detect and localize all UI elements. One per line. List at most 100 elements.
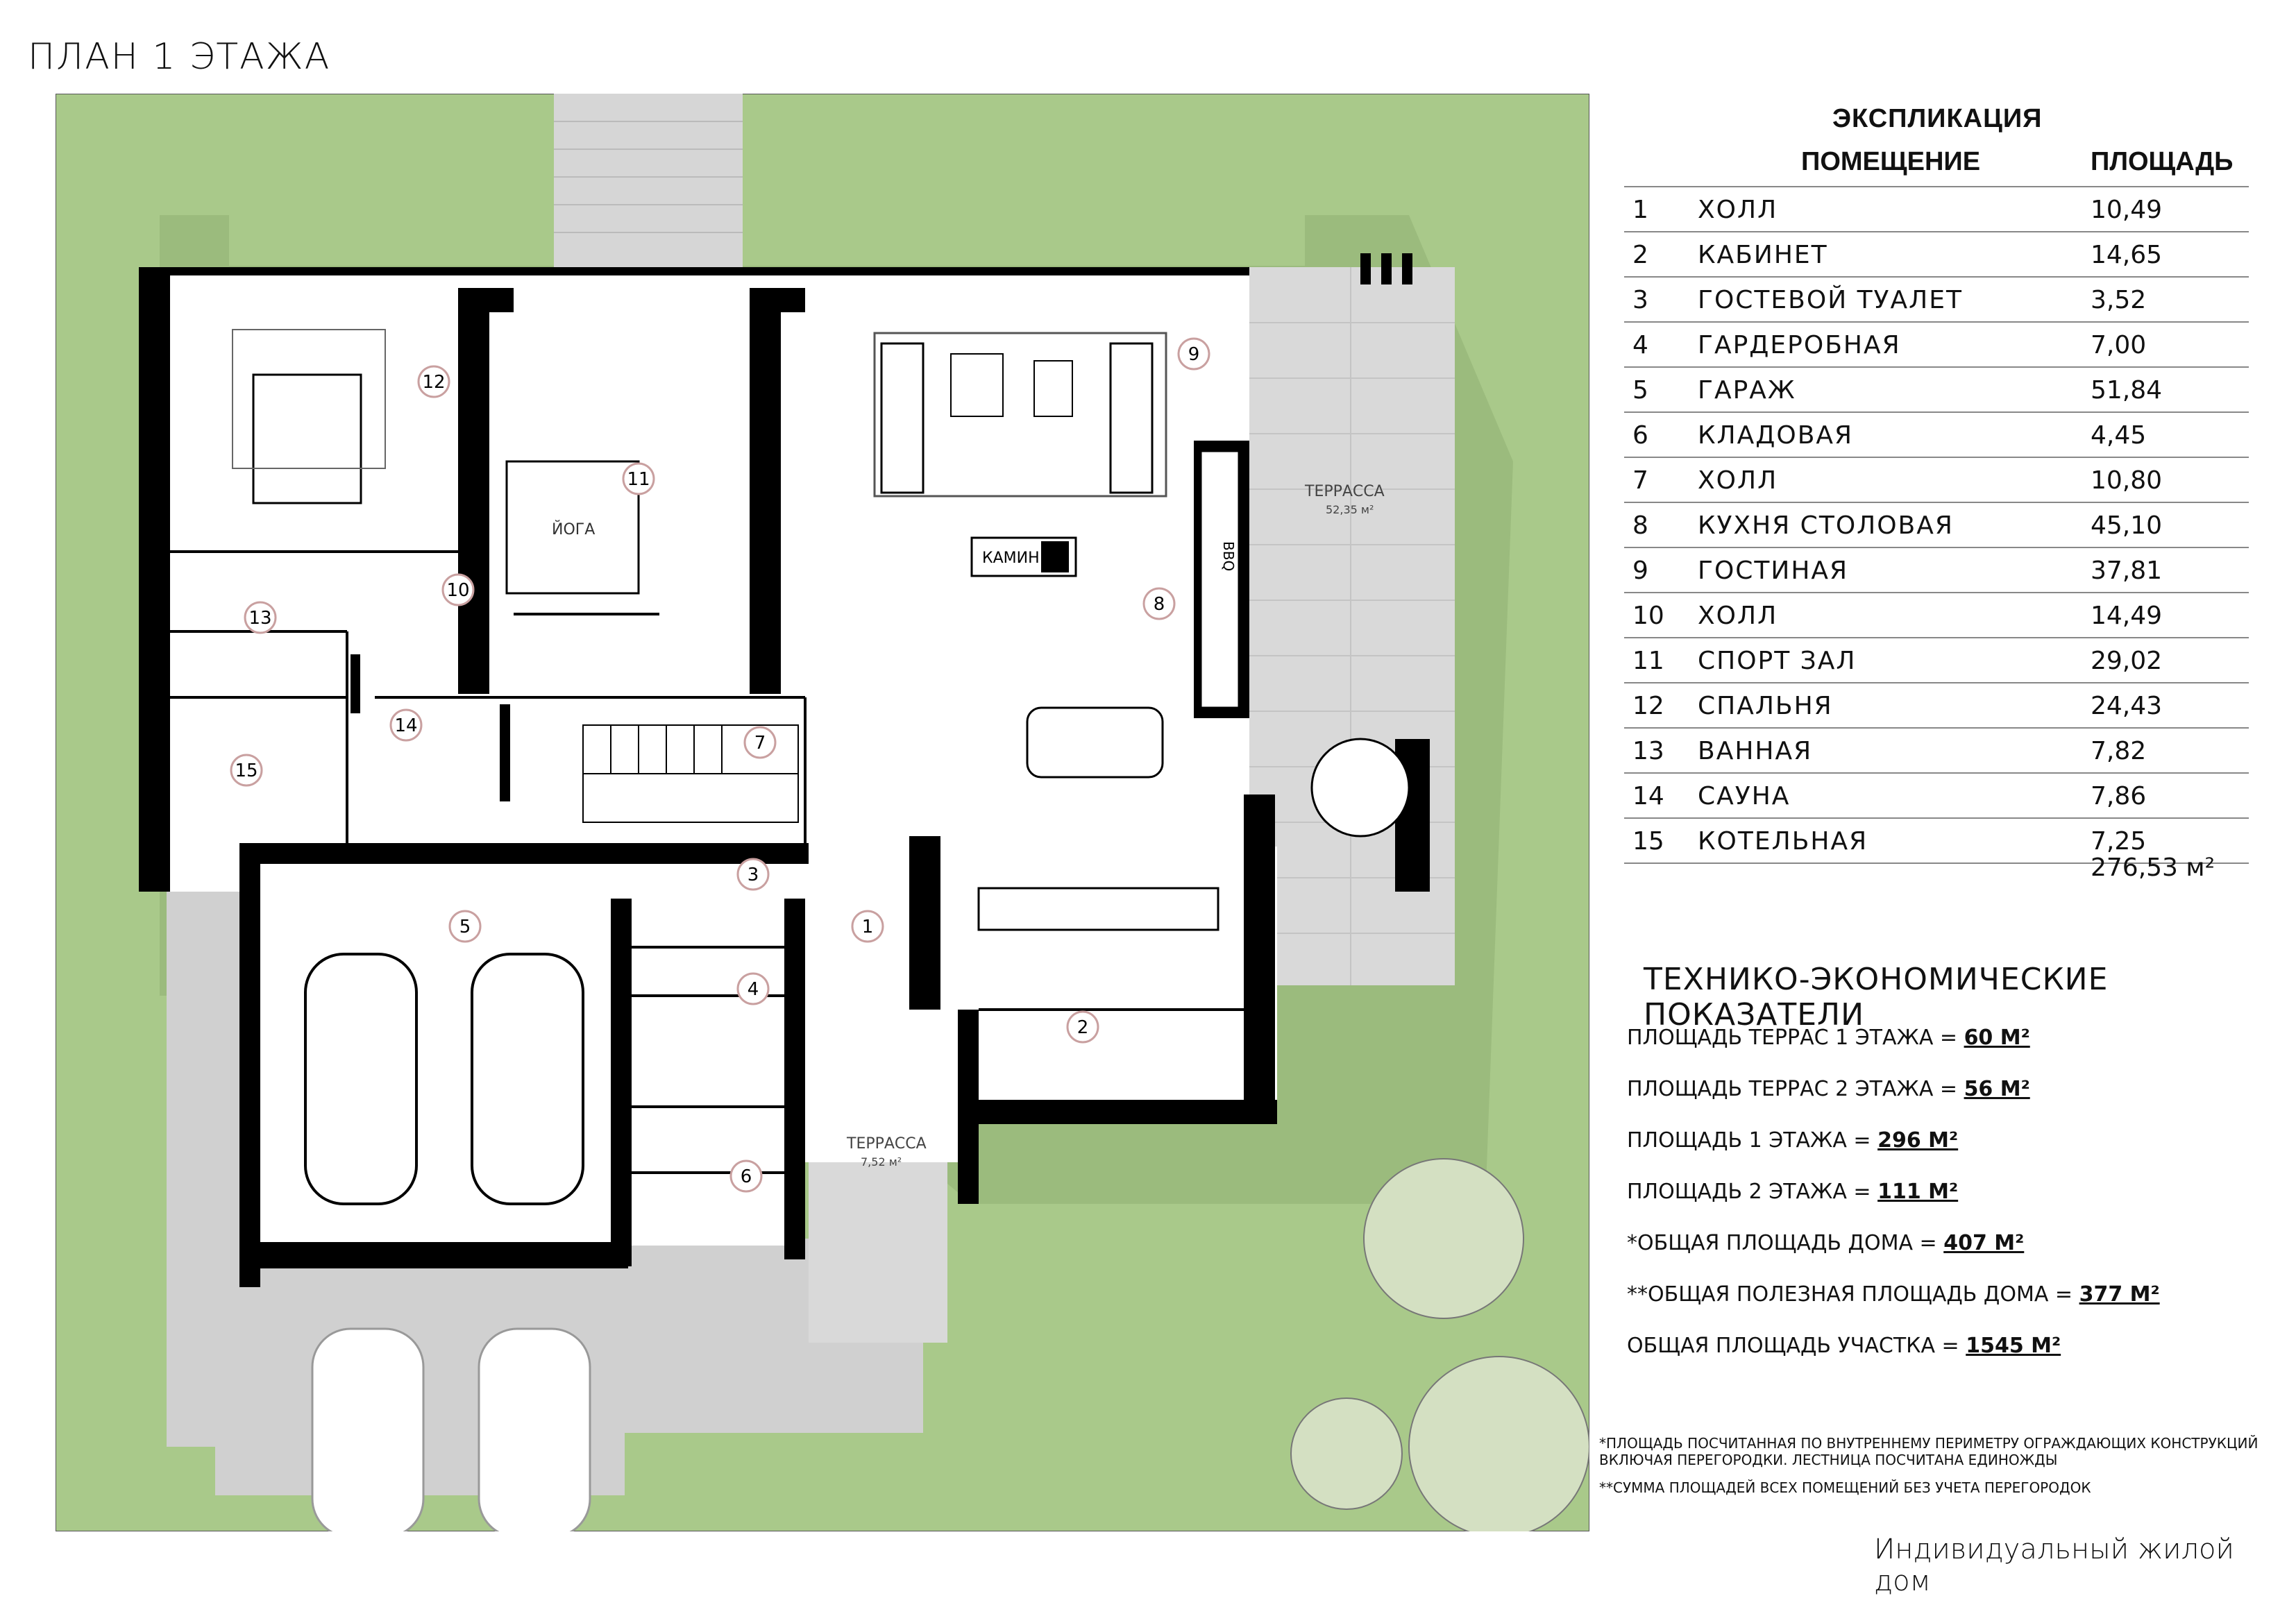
col-area-header: ПЛОЩАДЬ (2091, 147, 2234, 176)
row-area: 24,43 (2091, 692, 2163, 720)
row-num: 13 (1632, 737, 1664, 765)
sofa-right (1109, 342, 1154, 494)
row-area: 51,84 (2091, 376, 2163, 405)
table-row: 12 СПАЛЬНЯ 24,43 (1624, 683, 2249, 729)
room-number-circle (622, 462, 655, 495)
row-area: 7,86 (2091, 782, 2147, 810)
table-row: 8 КУХНЯ СТОЛОВАЯ 45,10 (1624, 503, 2249, 548)
explication-total: 276,53 м² (2091, 853, 2215, 882)
garage-cars (304, 953, 584, 1205)
row-num: 14 (1632, 782, 1664, 810)
row-name: САУНА (1698, 782, 1791, 810)
room-number-circle (1177, 337, 1210, 371)
table-top-rule (1624, 186, 2249, 187)
room-number: 3 (748, 865, 759, 885)
note-1: *ПЛОЩАДЬ ПОСЧИТАННАЯ ПО ВНУТРЕННЕМУ ПЕРИ… (1599, 1435, 2293, 1468)
driveway-cars (311, 1327, 591, 1531)
row-num: 2 (1632, 241, 1648, 269)
room-number: 7 (754, 733, 766, 754)
row-area: 7,25 (2091, 827, 2147, 856)
row-name: ГОСТЕВОЙ ТУАЛЕТ (1698, 286, 1963, 314)
room-number-circle (851, 910, 884, 943)
room-number: 9 (1188, 344, 1200, 365)
tep-label: ОБЩАЯ ПЛОЩАДЬ УЧАСТКА = (1627, 1334, 1966, 1358)
trees (1290, 1158, 1589, 1531)
terrace-main-label: ТЕРРАССА (1304, 483, 1385, 500)
tep-value: 56 М² (1964, 1077, 2030, 1101)
row-name: СПОРТ ЗАЛ (1698, 647, 1857, 675)
room-number-circle (729, 1159, 763, 1193)
row-name: КУХНЯ СТОЛОВАЯ (1698, 511, 1954, 540)
sofa-left (880, 342, 925, 494)
tep-value: 296 М² (1877, 1128, 1959, 1153)
bbq (1199, 450, 1240, 709)
tep-label: ПЛОЩАДЬ ТЕРРАС 1 ЭТАЖА = (1627, 1026, 1964, 1050)
note-1-line-1: *ПЛОЩАДЬ ПОСЧИТАННАЯ ПО ВНУТРЕННЕМУ ПЕРИ… (1599, 1435, 2259, 1452)
row-area: 4,45 (2091, 421, 2147, 450)
row-area: 37,81 (2091, 556, 2163, 585)
tep-item: *ОБЩАЯ ПЛОЩАДЬ ДОМА = 407 М² (1627, 1231, 2024, 1255)
row-area: 14,49 (2091, 602, 2163, 630)
row-num: 12 (1632, 692, 1664, 720)
entry-path (554, 94, 743, 267)
yoga-mat (505, 460, 640, 595)
coffee-table-2 (1033, 360, 1073, 417)
col-room-header: ПОМЕЩЕНИЕ (1801, 147, 1981, 176)
row-num: 1 (1632, 196, 1648, 224)
row-area: 29,02 (2091, 647, 2163, 675)
table-row: 10 ХОЛЛ 14,49 (1624, 593, 2249, 638)
note-2: **СУММА ПЛОЩАДЕЙ ВСЕХ ПОМЕЩЕНИЙ БЕЗ УЧЕТ… (1599, 1479, 2091, 1496)
row-name: СПАЛЬНЯ (1698, 692, 1833, 720)
tep-value: 60 М² (1964, 1026, 2030, 1050)
tep-value: 111 М² (1877, 1180, 1959, 1204)
room-number-circle (244, 601, 277, 634)
room-number-circle (1066, 1010, 1099, 1044)
row-num: 5 (1632, 376, 1648, 405)
explication-title: ЭКСПЛИКАЦИЯ (1832, 104, 2043, 133)
room-number-circle (230, 754, 263, 787)
walls (139, 253, 1430, 1287)
room-number-circle (441, 573, 475, 606)
row-name: ХОЛЛ (1698, 602, 1778, 630)
tep-item: ОБЩАЯ ПЛОЩАДЬ УЧАСТКА = 1545 М² (1627, 1334, 2061, 1358)
row-area: 10,49 (2091, 196, 2163, 224)
row-name: ХОЛЛ (1698, 466, 1778, 495)
row-num: 8 (1632, 511, 1648, 540)
terrace-small-label: ТЕРРАССА (846, 1135, 927, 1153)
row-area: 7,00 (2091, 331, 2147, 359)
room-number-circle (389, 708, 423, 742)
tep-item: ПЛОЩАДЬ ТЕРРАС 2 ЭТАЖА = 56 М² (1627, 1077, 2030, 1101)
room-number: 1 (862, 917, 874, 937)
room-number-circle (417, 365, 450, 398)
row-num: 15 (1632, 827, 1664, 856)
row-num: 9 (1632, 556, 1648, 585)
row-name: ВАННАЯ (1698, 737, 1813, 765)
row-area: 7,82 (2091, 737, 2147, 765)
row-num: 10 (1632, 602, 1664, 630)
bbq-label: BBQ (1220, 541, 1237, 571)
fireplace-label: КАМИН (982, 550, 1040, 567)
row-area: 14,65 (2091, 241, 2163, 269)
table-row: 1 ХОЛЛ 10,49 (1624, 187, 2249, 232)
tep-item: ПЛОЩАДЬ ТЕРРАС 1 ЭТАЖА = 60 М² (1627, 1026, 2030, 1050)
room-number: 5 (459, 917, 471, 937)
tep-item: ПЛОЩАДЬ 1 ЭТАЖА = 296 М² (1627, 1128, 1958, 1153)
tep-item: **ОБЩАЯ ПОЛЕЗНАЯ ПЛОЩАДЬ ДОМА = 377 М² (1627, 1282, 2160, 1307)
note-1-line-2: ВКЛЮЧАЯ ПЕРЕГОРОДКИ. ЛЕСТНИЦА ПОСЧИТАНА … (1599, 1452, 2058, 1468)
row-num: 7 (1632, 466, 1648, 495)
yoga-label: ЙОГА (552, 520, 595, 538)
page-title: ПЛАН 1 ЭТАЖА (28, 36, 331, 78)
row-num: 4 (1632, 331, 1648, 359)
row-name: ГАРАЖ (1698, 376, 1796, 405)
row-num: 6 (1632, 421, 1648, 450)
row-name: ГОСТИНАЯ (1698, 556, 1849, 585)
tep-label: ПЛОЩАДЬ 1 ЭТАЖА = (1627, 1128, 1878, 1153)
table-row: 14 САУНА 7,86 (1624, 774, 2249, 819)
tep-value: 377 М² (2079, 1282, 2160, 1307)
row-area: 45,10 (2091, 511, 2163, 540)
tep-label: ПЛОЩАДЬ 2 ЭТАЖА = (1627, 1180, 1878, 1204)
bed-rug (232, 329, 386, 469)
row-name: ХОЛЛ (1698, 196, 1778, 224)
